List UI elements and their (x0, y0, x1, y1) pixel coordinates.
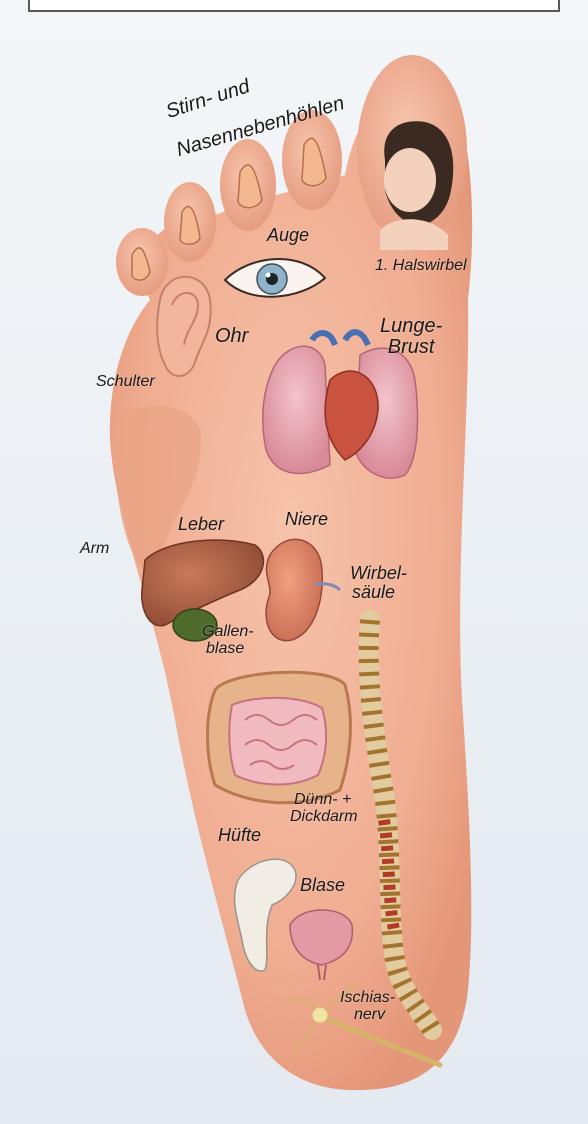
label-intestines-1: Dünn- + (290, 792, 358, 809)
label-intestines: Dünn- + Dickdarm (290, 792, 358, 826)
label-spine: Wirbel- säule (350, 564, 407, 602)
intestines-icon (208, 672, 351, 802)
label-intestines-2: Dickdarm (290, 809, 358, 826)
label-lung-chest: Lunge- Brust (380, 316, 442, 358)
label-spine-1: Wirbel- (350, 564, 407, 583)
label-arm: Arm (80, 541, 109, 558)
label-bladder: Blase (300, 876, 345, 895)
label-spine-2: säule (350, 583, 407, 602)
label-sciatic-1: Ischias- (340, 990, 395, 1007)
label-shoulder: Schulter (96, 374, 155, 391)
label-kidney: Niere (285, 510, 328, 529)
label-lung: Lunge- (380, 316, 442, 337)
label-sciatic: Ischias- nerv (340, 990, 395, 1024)
head-icon (380, 121, 453, 250)
label-eye: Auge (267, 226, 309, 245)
label-gallbladder-1: Gallen- (202, 624, 254, 641)
label-ear: Ohr (215, 326, 248, 347)
label-gallbladder: Gallen- blase (202, 624, 254, 658)
label-first-cervical: 1. Halswirbel (375, 258, 467, 275)
label-sciatic-2: nerv (340, 1007, 395, 1024)
label-liver: Leber (178, 515, 224, 534)
label-hip: Hüfte (218, 826, 261, 845)
label-gallbladder-2: blase (202, 641, 254, 658)
label-chest: Brust (380, 337, 442, 358)
